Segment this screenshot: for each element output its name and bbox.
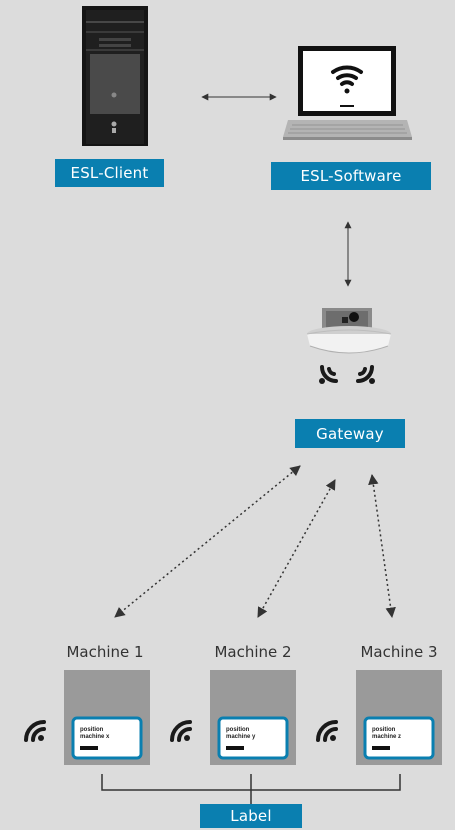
machine-1-screen-line1: position bbox=[80, 727, 104, 733]
machine-3-screen-line1: position bbox=[372, 727, 396, 733]
gateway-machine1-arrow bbox=[114, 465, 301, 618]
wireless-signal-icon bbox=[24, 720, 46, 742]
machine-1-screen-text: position machine x bbox=[80, 727, 109, 741]
label-screen-2 bbox=[217, 716, 289, 760]
machine-1-title: Machine 1 bbox=[66, 643, 144, 661]
machine-3-screen-text: position machine z bbox=[372, 727, 401, 741]
server-tower-icon bbox=[82, 6, 148, 146]
label-box: Label bbox=[200, 804, 302, 828]
esl-client-box: ESL-Client bbox=[55, 159, 164, 187]
gateway-box: Gateway bbox=[295, 419, 405, 448]
machine-3-title: Machine 3 bbox=[360, 643, 438, 661]
esl-client-label: ESL-Client bbox=[70, 164, 149, 182]
wireless-signal-icon bbox=[170, 720, 192, 742]
machine-2-screen-line1: position bbox=[226, 727, 250, 733]
esl-software-label: ESL-Software bbox=[300, 167, 402, 185]
machine-3-screen-line2: machine z bbox=[372, 734, 402, 740]
machine-1-screen-line2: machine x bbox=[80, 734, 110, 740]
laptop-wifi-icon bbox=[283, 46, 412, 140]
label-label: Label bbox=[230, 807, 272, 825]
esl-software-box: ESL-Software bbox=[271, 162, 431, 190]
machine-2-screen-text: position machine y bbox=[226, 727, 255, 741]
gateway-device-icon bbox=[306, 308, 392, 354]
machine-2-screen-line2: machine y bbox=[226, 734, 256, 740]
gateway-label: Gateway bbox=[316, 424, 384, 443]
label-screen-3 bbox=[363, 716, 435, 760]
label-bracket bbox=[101, 774, 401, 804]
gateway-machine3-arrow bbox=[368, 473, 396, 619]
wireless-signal-icon bbox=[316, 720, 338, 742]
label-screen-1 bbox=[71, 716, 143, 760]
machine-2-title: Machine 2 bbox=[214, 643, 292, 661]
wireless-signal-icon bbox=[319, 365, 375, 384]
gateway-machine2-arrow bbox=[257, 479, 336, 618]
